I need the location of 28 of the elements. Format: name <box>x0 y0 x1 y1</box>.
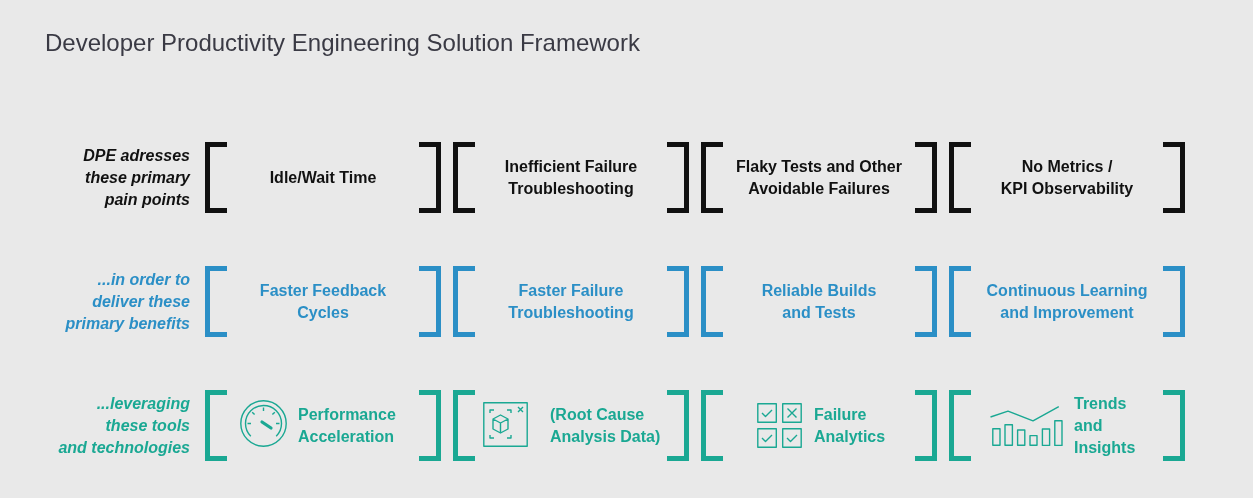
bracket-frame <box>453 390 689 461</box>
bracket-frame <box>701 390 937 461</box>
benefit-label: Reliable Builds and Tests <box>761 280 877 323</box>
bracket-frame <box>205 390 441 461</box>
bracket-frame <box>949 142 1185 213</box>
benefit-label: Continuous Learning and Improvement <box>986 280 1148 323</box>
bracket-frame <box>205 142 441 213</box>
bracket-frame <box>949 266 1185 337</box>
benefit-label: Faster Feedback Cycles <box>259 280 387 323</box>
row-heading: ...leveraging these tools and technologies <box>58 393 190 458</box>
bracket-frame <box>205 266 441 337</box>
tool-label: Trends and Insights <box>1074 393 1136 458</box>
pain-point-label: No Metrics / KPI Observability <box>1000 156 1134 199</box>
pain-point-label: Idle/Wait Time <box>269 167 377 188</box>
tool-label: Performance Acceleration <box>298 404 396 447</box>
bracket-frame <box>701 142 937 213</box>
bracket-frame <box>701 266 937 337</box>
diagram-title: Developer Productivity Engineering Solution Framework <box>45 28 640 58</box>
bracket-frame <box>453 142 689 213</box>
bracket-frame <box>453 266 689 337</box>
row-heading: DPE adresses these primary pain points <box>83 145 190 210</box>
pain-point-label: Inefficient Failure Troubleshooting <box>504 156 638 199</box>
tool-label: Failure Analytics <box>814 404 886 447</box>
tool-label: (Root Cause Analysis Data) <box>550 404 661 447</box>
pain-point-label: Flaky Tests and Other Avoidable Failures <box>736 156 902 199</box>
benefit-label: Faster Failure Troubleshooting <box>508 280 634 323</box>
row-heading: ...in order to deliver these primary benefits <box>65 269 190 334</box>
bracket-frame <box>949 390 1185 461</box>
